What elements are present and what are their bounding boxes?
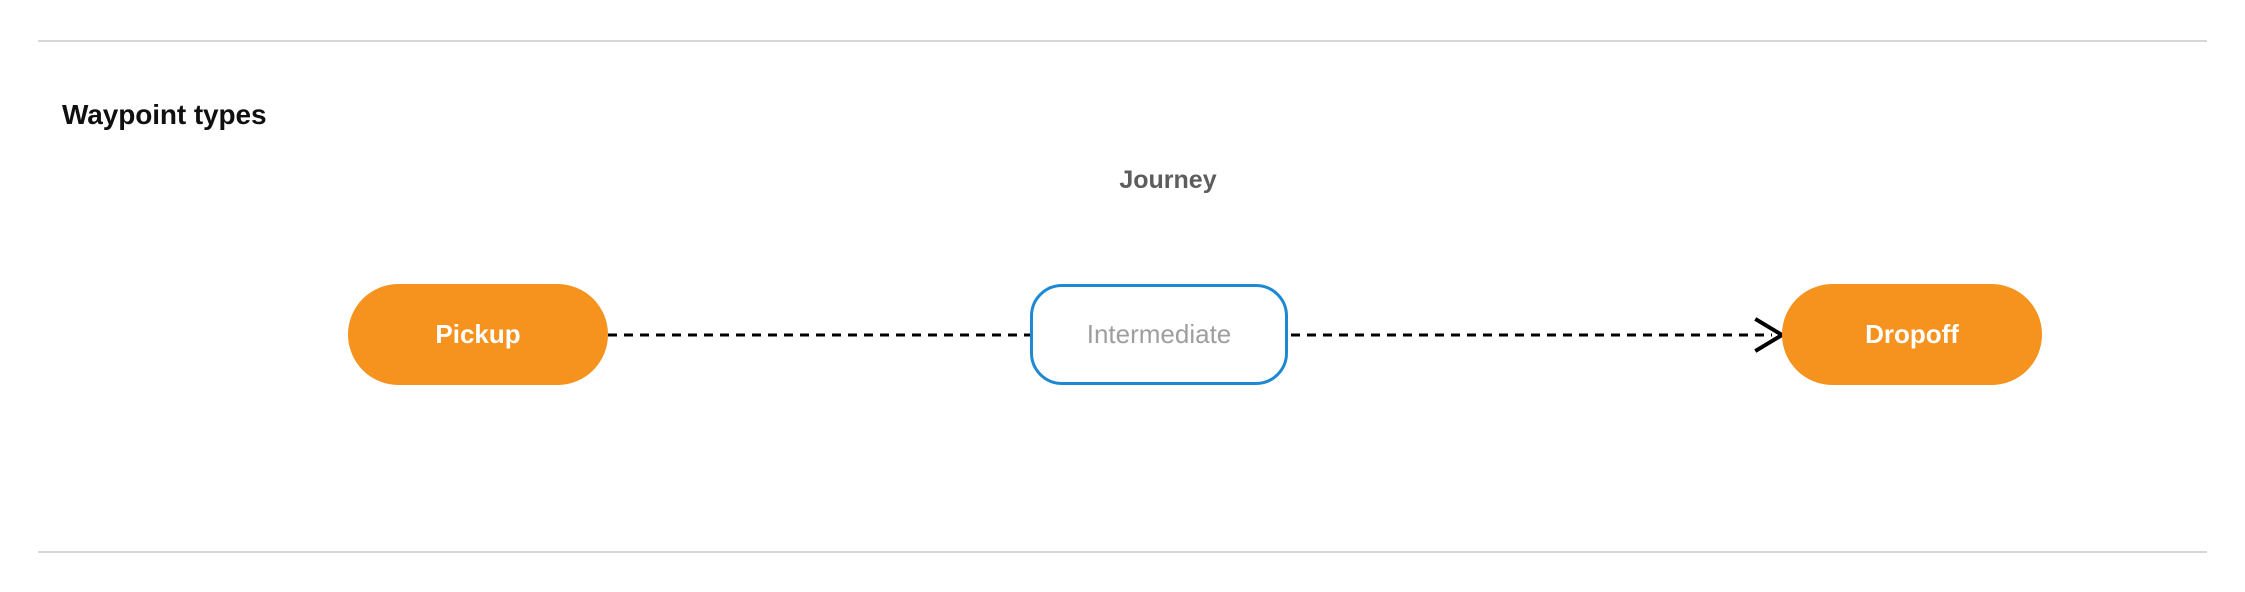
waypoint-node-intermediate[interactable]: Intermediate	[1030, 284, 1288, 385]
section-divider-top	[38, 40, 2207, 42]
waypoint-node-dropoff-label: Dropoff	[1865, 319, 1959, 349]
waypoint-types-diagram: Journey Pickup Intermediate Dropoff	[0, 150, 2245, 410]
section-divider-bottom	[38, 551, 2207, 553]
waypoint-node-dropoff[interactable]: Dropoff	[1782, 284, 2042, 385]
waypoint-node-pickup-label: Pickup	[435, 319, 521, 349]
waypoint-node-intermediate-label: Intermediate	[1086, 319, 1232, 349]
journey-group-label: Journey	[1119, 166, 1217, 194]
waypoint-node-pickup[interactable]: Pickup	[348, 284, 608, 385]
page-title: Waypoint types	[62, 99, 267, 131]
